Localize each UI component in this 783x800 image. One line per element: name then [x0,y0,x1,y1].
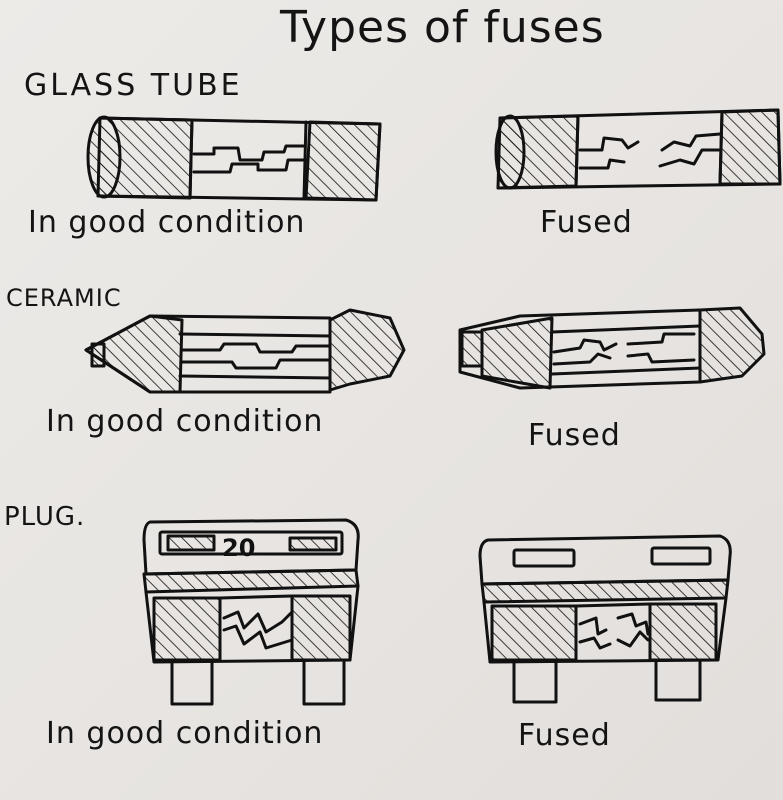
glass-tube-good-fuse [86,115,382,202]
plug-fused-fuse [478,534,732,704]
ceramic-fused-caption: Fused [528,418,621,453]
page-title: Types of fuses [280,2,605,53]
plug-fused-caption: Fused [518,718,611,753]
glass-tube-fused-fuse [494,108,782,190]
glass-tube-fused-caption: Fused [540,205,633,240]
section-label-glass-tube: GLASS TUBE [24,68,243,103]
ceramic-good-fuse [84,308,406,394]
glass-tube-good-caption: In good condition [28,205,306,240]
plug-rating-label: 20 [222,534,255,562]
ceramic-fused-fuse [458,306,766,390]
plug-good-fuse: 20 [142,518,360,706]
section-label-plug: PLUG. [4,502,86,532]
ceramic-good-caption: In good condition [46,404,324,439]
section-label-ceramic: CERAMIC [6,284,122,312]
plug-good-caption: In good condition [46,716,324,751]
